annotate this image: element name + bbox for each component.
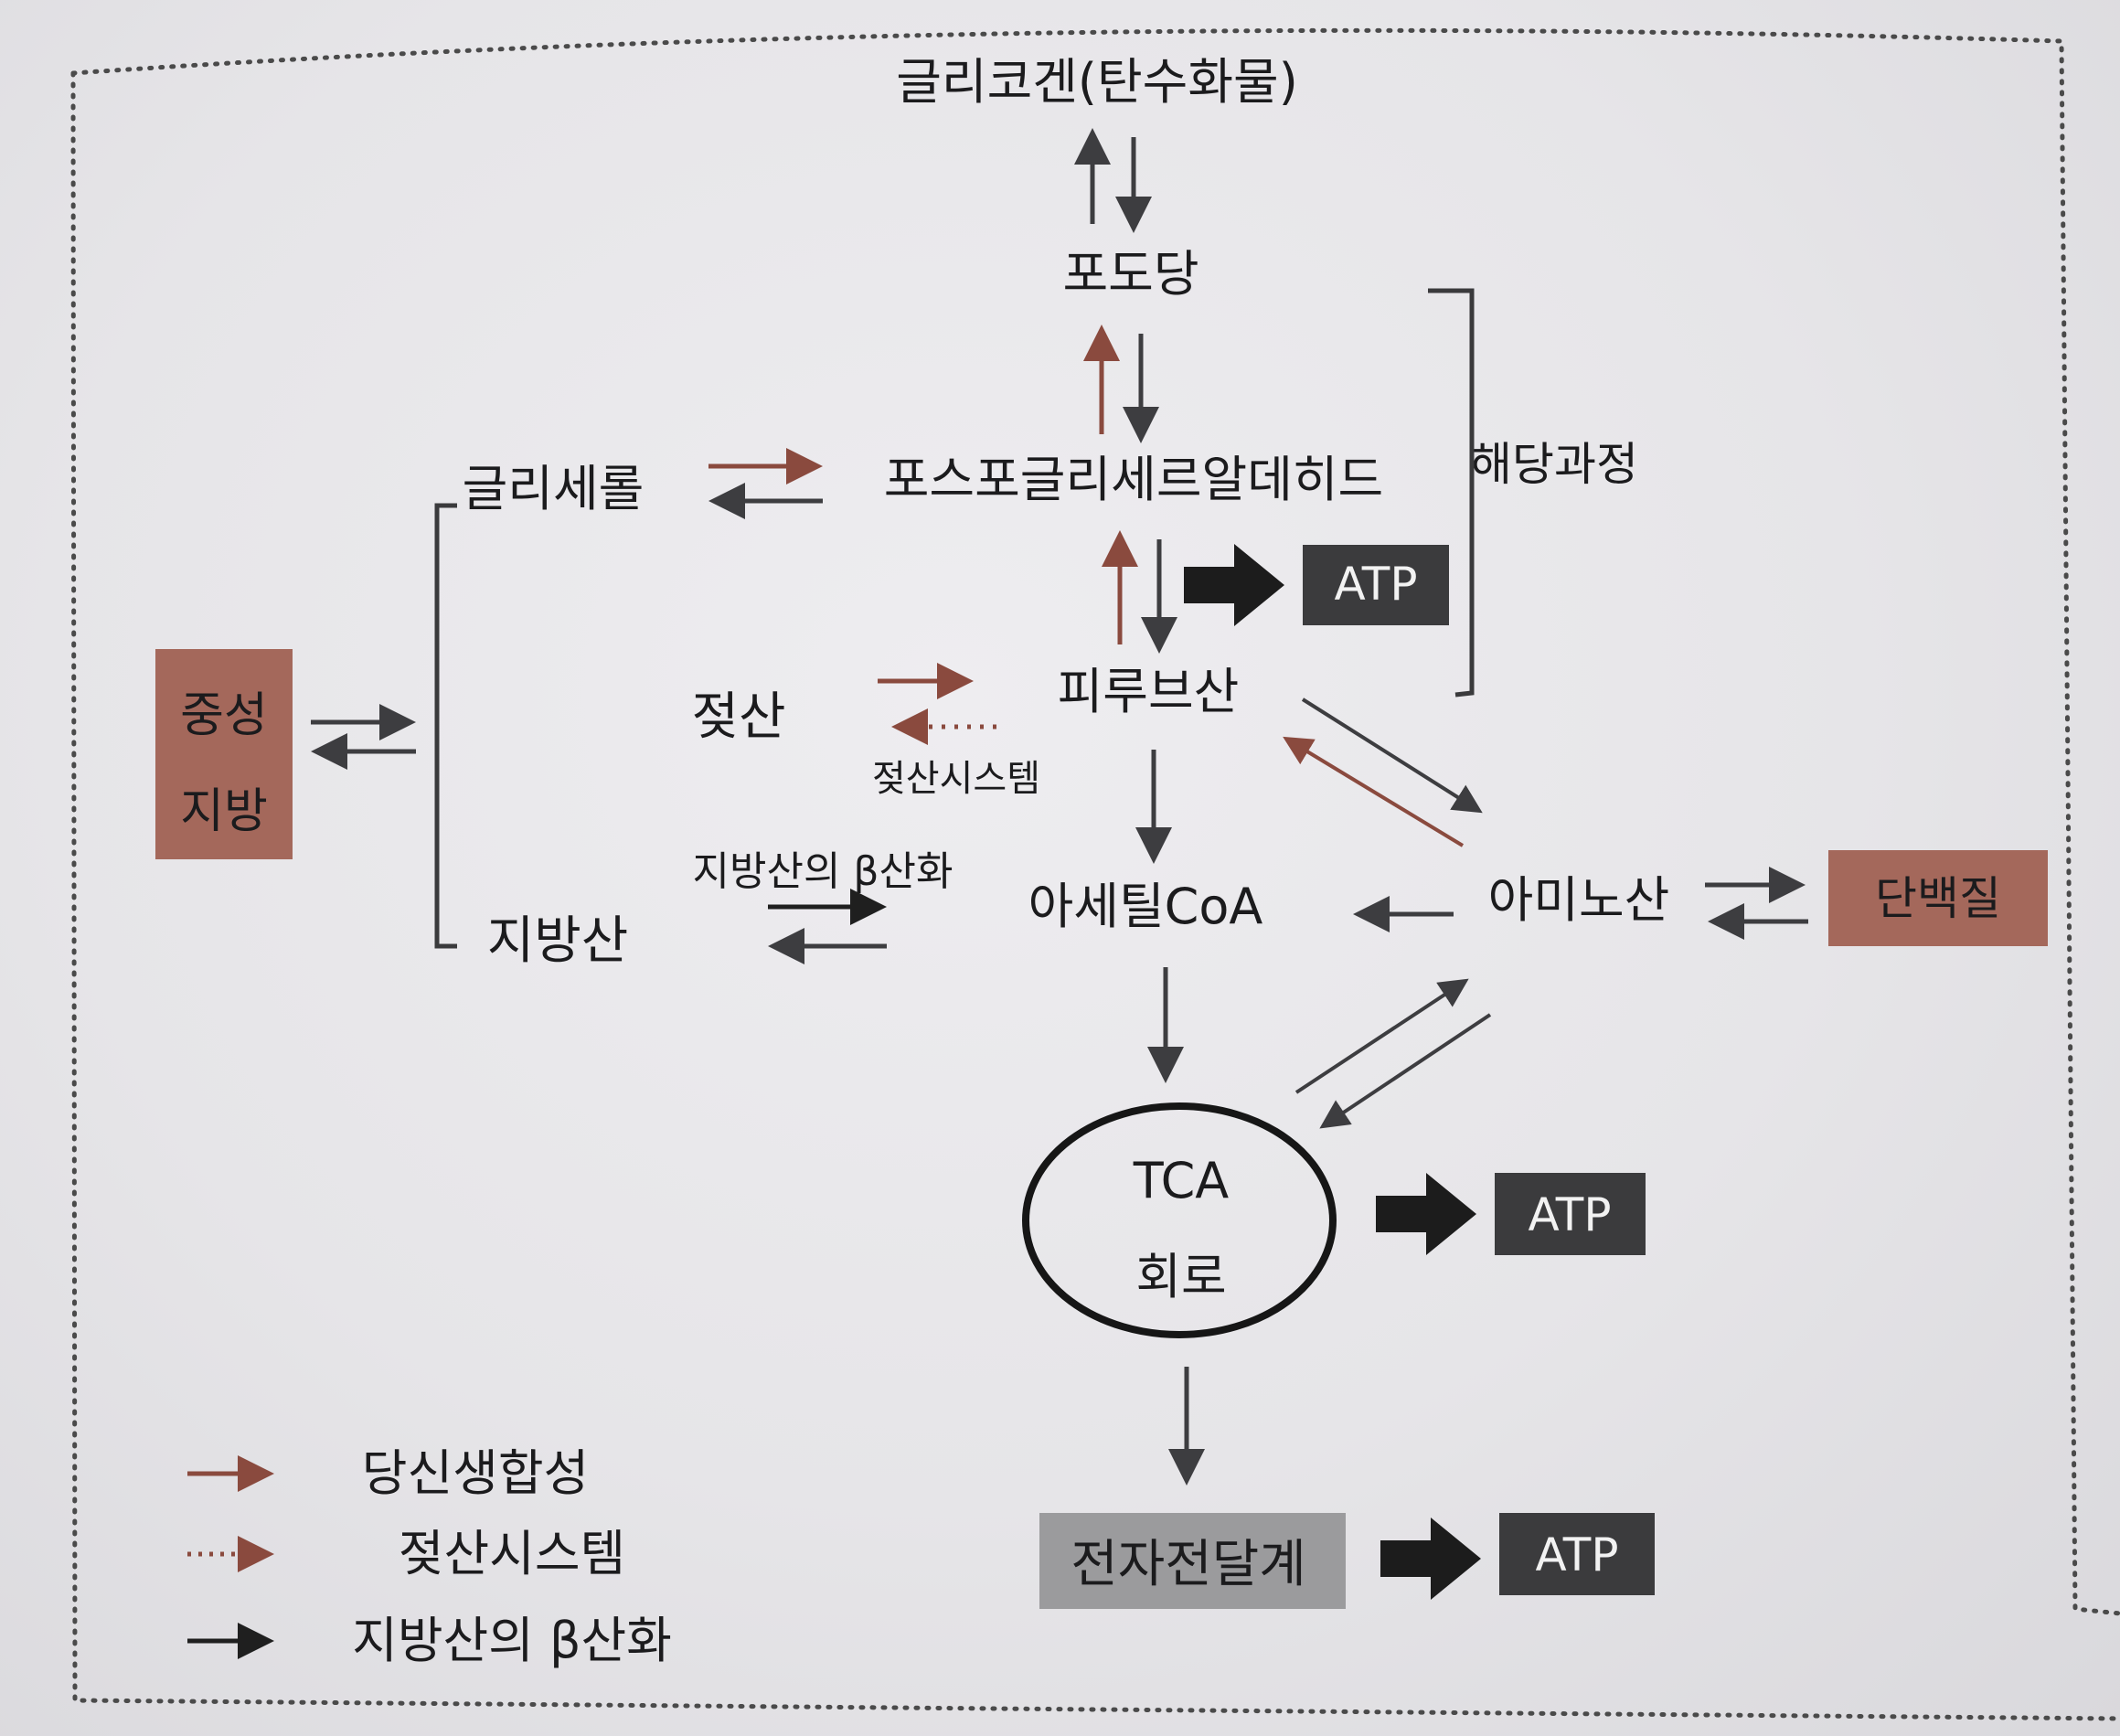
tca-line2: 회로 (1135, 1248, 1226, 1305)
legend: 당신생합성 젖산시스템 지방산의 β산화 (187, 1444, 672, 1669)
protein-box (1828, 850, 2048, 946)
neutral-fat-line2: 지방 (180, 784, 268, 839)
tca-cycle-ellipse (1022, 1102, 1337, 1338)
arrow-amino-acid-to-tca (1319, 1013, 1492, 1129)
arrow-amino-acid-to-pyruvate-gluconeogenesis (1283, 736, 1465, 847)
neutral-fat-box (155, 649, 293, 859)
atp-label-3: ATP (1535, 1528, 1618, 1582)
node-pyruvate: 피루브산 (1058, 663, 1240, 720)
node-lactate: 젖산 (691, 687, 785, 747)
node-glycerol: 글리세롤 (463, 460, 645, 517)
legend-label-gluconeogenesis: 당신생합성 (362, 1444, 589, 1502)
atp-label-2: ATP (1528, 1188, 1611, 1241)
node-etc: 전자전달계 (1071, 1535, 1306, 1594)
label-glycolysis: 해당과정 (1470, 438, 1638, 491)
node-acetyl-coa: 아세틸CoA (1028, 878, 1263, 935)
arrow-tca-to-amino-acid (1294, 978, 1469, 1094)
node-glucose: 포도당 (1062, 245, 1198, 303)
thick-arrow-atp-1 (1184, 544, 1284, 626)
node-fatty-acid: 지방산 (487, 911, 629, 971)
tca-line1: TCA (1133, 1152, 1230, 1209)
legend-label-beta-oxidation: 지방산의 β산화 (352, 1612, 672, 1669)
neutral-fat-line1: 중성 (180, 688, 268, 743)
legend-label-lactate-system: 젖산시스템 (399, 1525, 625, 1582)
node-pga: 포스포글리세르알데히드 (884, 451, 1383, 508)
atp-label-1: ATP (1334, 558, 1417, 611)
atp-box-3 (1499, 1513, 1655, 1595)
node-amino-acid: 아미노산 (1488, 871, 1670, 929)
thick-arrow-atp-2 (1376, 1173, 1476, 1255)
label-lactate-system: 젖산시스템 (872, 758, 1040, 800)
thick-arrow-atp-3 (1380, 1518, 1481, 1600)
node-glycogen: 글리코겐(탄수화물) (896, 53, 1298, 111)
glycolysis-bracket (1428, 288, 1475, 698)
arrow-pyruvate-to-amino-acid (1301, 698, 1483, 814)
atp-box-2 (1495, 1173, 1646, 1255)
node-protein: 단백질 (1875, 872, 2001, 925)
dotted-frame (70, 27, 2120, 1721)
fat-bracket (434, 503, 457, 949)
label-beta-oxidation: 지방산의 β산화 (693, 848, 953, 895)
etc-box (1039, 1513, 1346, 1609)
atp-box-1 (1303, 545, 1449, 625)
